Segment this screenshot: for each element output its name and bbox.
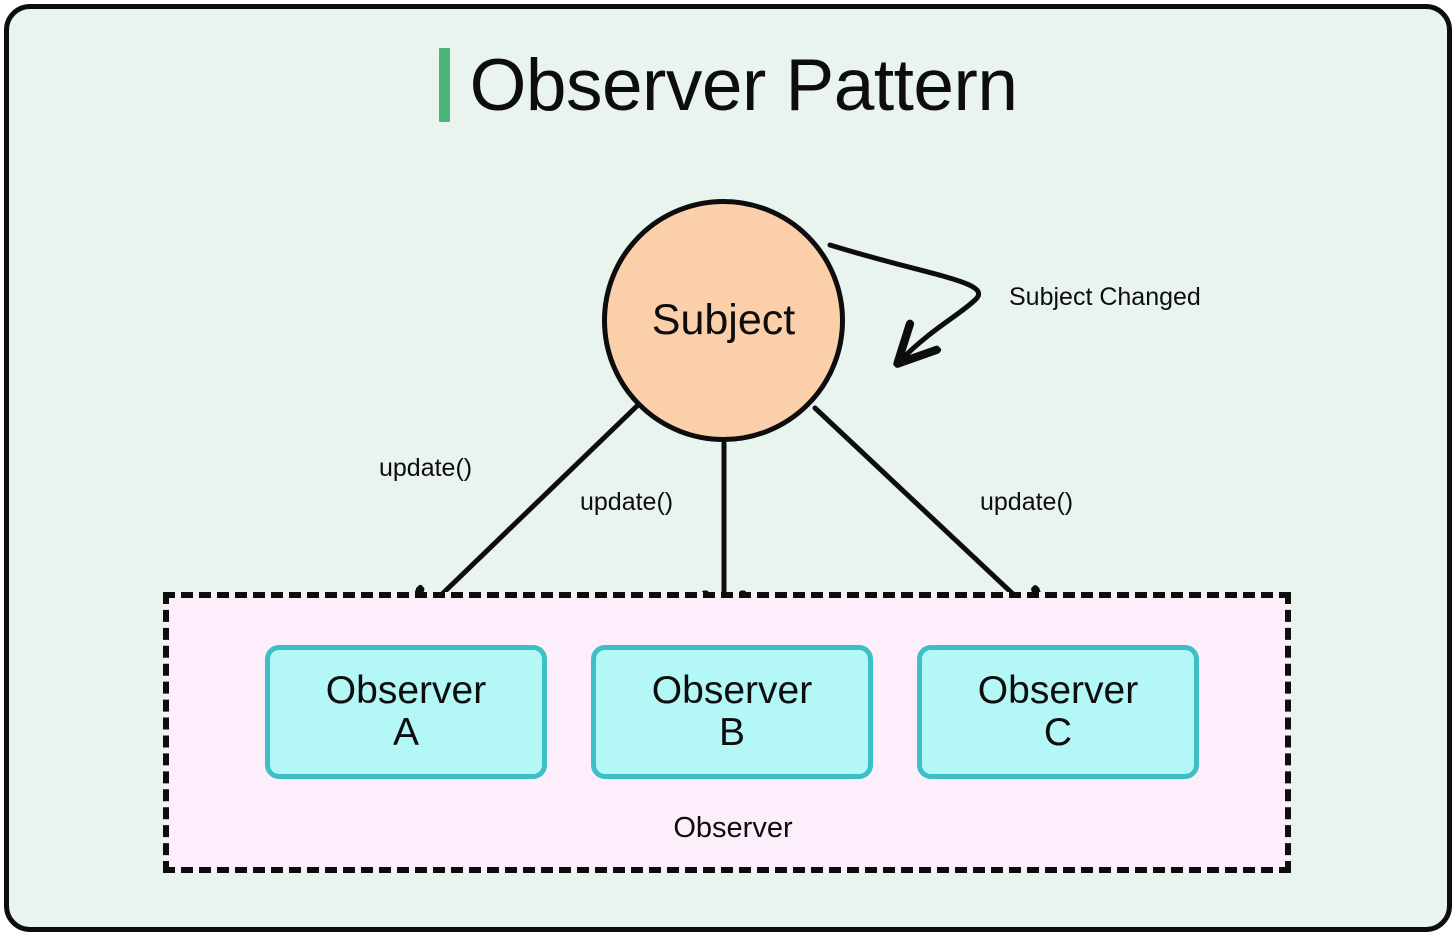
title-accent-bar [438, 48, 450, 122]
observer-b-node[interactable]: Observer B [591, 645, 873, 779]
observer-b-label-line2: B [718, 711, 745, 754]
edge-label-update-c: update() [980, 488, 1074, 516]
observer-c-label-line1: Observer [977, 668, 1139, 712]
edge-label-update-b: update() [580, 488, 674, 516]
observer-c-node[interactable]: Observer C [917, 645, 1199, 779]
subject-node[interactable]: Subject [602, 199, 845, 442]
observer-b-label-line1: Observer [651, 668, 813, 712]
subject-node-label: Subject [651, 296, 796, 344]
observer-a-label-line2: A [392, 711, 419, 754]
observer-boxes-row: Observer A Observer B Observer C [169, 598, 1297, 879]
edge-label-update-a: update() [379, 454, 473, 482]
self-loop-label: Subject Changed [1009, 283, 1201, 311]
observer-c-label-line2: C [1043, 711, 1073, 754]
observer-group-container: Observer A Observer B Observer C Observe… [163, 592, 1291, 873]
observer-a-label-line1: Observer [325, 668, 487, 712]
page-title: Observer Pattern [0, 48, 1456, 122]
observer-group-caption: Observer [673, 812, 793, 844]
page-title-text: Observer Pattern [469, 44, 1018, 126]
observer-a-node[interactable]: Observer A [265, 645, 547, 779]
